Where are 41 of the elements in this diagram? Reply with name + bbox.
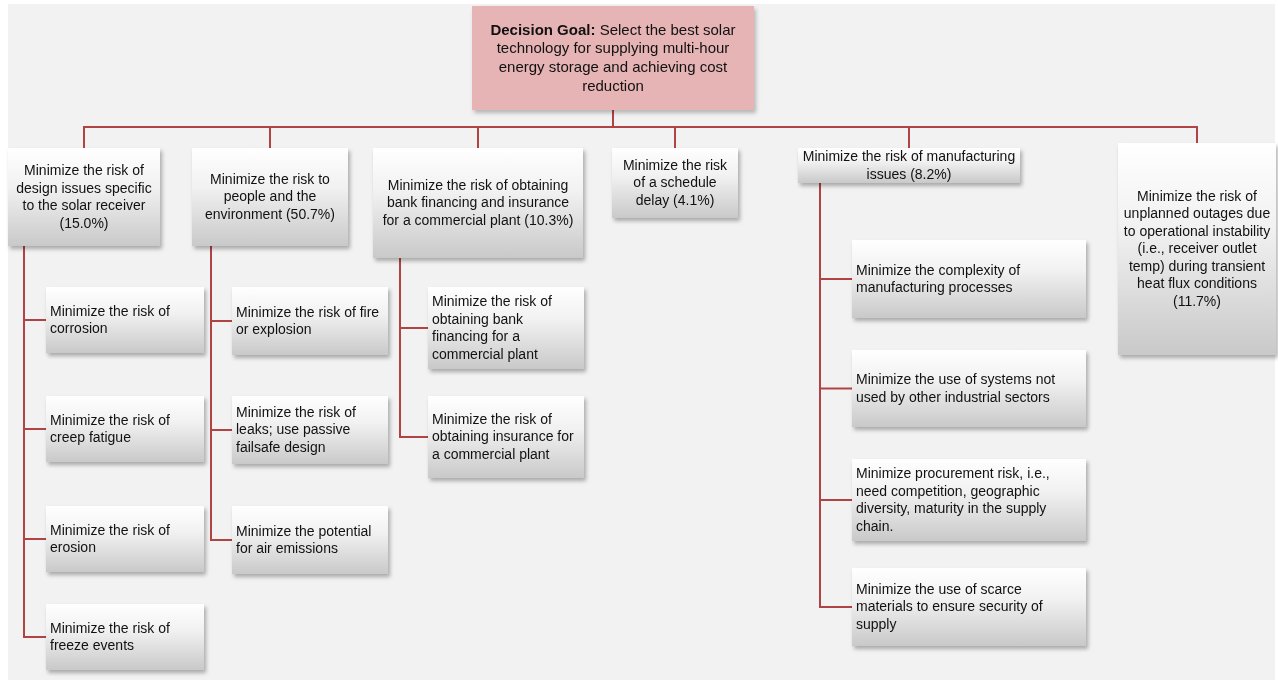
subcriterion-text: Minimize the risk of corrosion xyxy=(50,302,171,338)
subcriterion-box xyxy=(46,287,204,353)
criterion-box xyxy=(1118,143,1276,355)
goal-text: Decision Goal: Select the best solar technology for supplying multi-hour energy storage and achieving cost reduction xyxy=(489,20,737,96)
subcriterion-box xyxy=(46,604,204,670)
subcriterion-text: Minimize the risk of erosion xyxy=(50,521,171,557)
subcriterion-box xyxy=(428,396,584,478)
subcriterion-box xyxy=(232,506,388,574)
subcriterion-text: Minimize the complexity of manufacturing processes xyxy=(856,261,1022,297)
criterion-box xyxy=(373,148,583,258)
subcriterion-box xyxy=(46,396,204,462)
subcriterion-text: Minimize the risk of fire or explosion xyxy=(236,303,381,339)
subcriterion-text: Minimize the use of scarce materials to ensure security of supply xyxy=(856,580,1044,634)
subcriterion-text: Minimize the risk of leaks; use passive failsafe design xyxy=(236,403,357,457)
subcriterion-box xyxy=(852,350,1086,427)
subcriterion-text: Minimize the risk of creep fatigue xyxy=(50,411,171,447)
subcriterion-text: Minimize procurement risk, i.e., need competition, geographic diversity, maturity in the supply chain. xyxy=(856,465,1051,535)
goal-box xyxy=(472,6,754,110)
subcriterion-text: Minimize the risk of obtaining insurance for a commercial plant xyxy=(432,410,575,464)
subcriterion-box xyxy=(852,568,1086,646)
subcriterion-box xyxy=(852,459,1086,541)
criterion-text: Minimize the risk to people and the environment (50.7%) xyxy=(204,170,336,224)
subcriterion-box xyxy=(46,506,204,572)
criterion-box xyxy=(192,148,348,246)
subcriterion-text: Minimize the risk of freeze events xyxy=(50,619,171,655)
subcriterion-box xyxy=(232,287,388,355)
criterion-box xyxy=(612,148,738,218)
subcriterion-text: Minimize the risk of obtaining bank financing for a commercial plant xyxy=(432,293,553,363)
subcriterion-box xyxy=(852,240,1086,318)
criterion-text: Minimize the risk of a schedule delay (4.1%) xyxy=(621,156,729,210)
subcriterion-box xyxy=(232,396,388,464)
subcriterion-text: Minimize the potential for air emissions xyxy=(236,522,373,558)
subcriterion-text: Minimize the use of systems not used by other industrial sectors xyxy=(856,371,1057,406)
connector-line xyxy=(399,257,429,438)
criterion-text: Minimize the risk of manufacturing issues (8.2%) xyxy=(802,148,1016,183)
criterion-text: Minimize the risk of obtaining bank financing and insurance for a commercial plant (10.3%) xyxy=(381,176,575,230)
connector-line xyxy=(210,245,233,541)
criterion-box xyxy=(8,148,160,246)
subcriterion-box xyxy=(428,287,584,369)
criterion-text: Minimize the risk of design issues specific to the solar receiver (15.0%) xyxy=(15,162,153,232)
criterion-text: Minimize the risk of unplanned outages due to operational instability (i.e., receiver outlet temp) during transient heat flux conditions (11.7%) xyxy=(1122,187,1272,311)
